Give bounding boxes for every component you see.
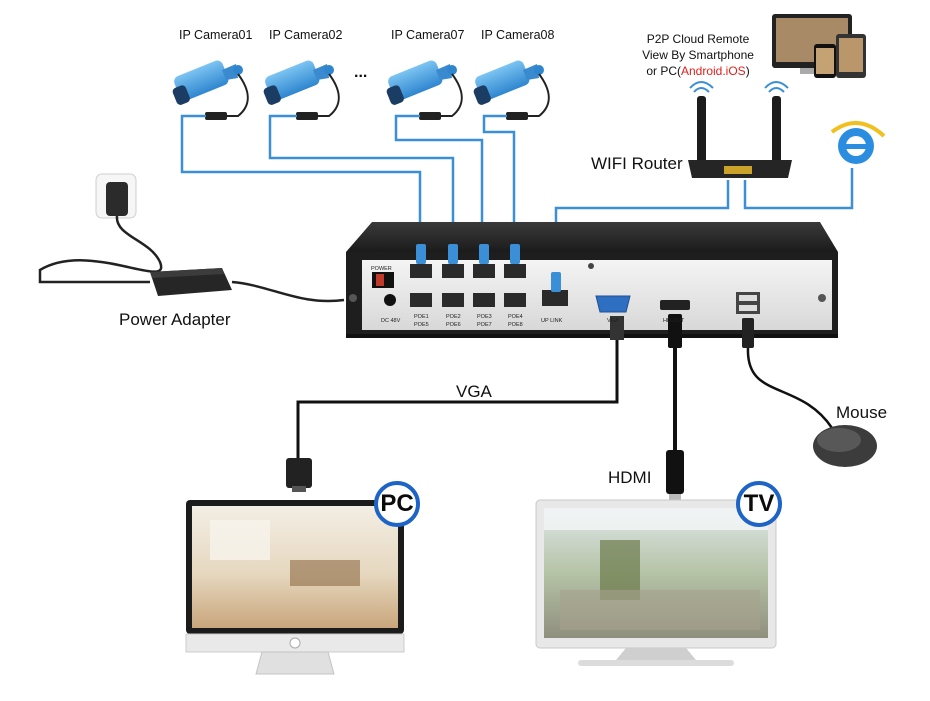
camera-pigtails (206, 73, 550, 117)
cloud-line-3-highlight: Android.iOS (680, 64, 746, 78)
tv-icon (535, 499, 777, 666)
pc-monitor-icon (185, 500, 405, 675)
power-adapter-label: Power Adapter (119, 310, 231, 329)
power-cables (38, 215, 345, 303)
remote-devices-icon (772, 14, 866, 78)
router-label: WIFI Router (591, 154, 683, 173)
wall-socket-icon (95, 173, 137, 219)
nvr-poe5-label: POE5 (414, 322, 429, 328)
nvr-usb-label: USB (742, 318, 754, 324)
power-adapter-icon (150, 268, 232, 296)
hdmi-label: HDMI (608, 468, 652, 487)
tv-badge: TV (736, 481, 782, 527)
nvr-power-label: POWER (371, 266, 392, 272)
nvr-poe2-label: POE2 (446, 314, 461, 320)
nvr-poe7-label: POE7 (477, 322, 492, 328)
nvr-recorder (346, 222, 838, 338)
camera-02-label: IP Camera02 (269, 28, 343, 42)
camera-08-label: IP Camera08 (481, 28, 555, 42)
vga-label: VGA (456, 382, 492, 401)
camera-02-icon (263, 60, 334, 105)
hdmi-cable (666, 314, 684, 500)
cloud-line-3-suffix: ) (745, 64, 750, 78)
nvr-poe4-label: POE4 (508, 314, 523, 320)
wifi-router-icon (688, 81, 792, 178)
nvr-poe3-label: POE3 (477, 314, 492, 320)
pc-badge: PC (374, 481, 420, 527)
nvr-poe1-label: POE1 (414, 314, 429, 320)
nvr-hdout-label: HD-OUT (663, 318, 685, 324)
camera-08-icon (473, 60, 544, 105)
camera-ellipsis: ... (354, 64, 368, 81)
vga-cable (286, 316, 624, 492)
cloud-line-1: P2P Cloud Remote (646, 32, 750, 46)
nvr-vga-label: VGA (607, 318, 619, 324)
camera-07-label: IP Camera07 (391, 28, 465, 42)
mouse-label: Mouse (836, 403, 888, 422)
nvr-uplink-label: UP LINK (541, 318, 563, 324)
camera-07-icon (386, 60, 457, 105)
internet-explorer-icon (830, 121, 886, 164)
cloud-line-3-prefix: or PC( (646, 64, 681, 78)
cloud-line-2: View By Smartphone (642, 48, 754, 62)
nvr-poe6-label: POE6 (446, 322, 461, 328)
cloud-remote-text: P2P Cloud Remote View By Smartphone or P… (628, 31, 768, 79)
nvr-dc-label: DC 48V (381, 318, 401, 324)
mouse-icon (742, 318, 877, 467)
camera-01-label: IP Camera01 (179, 28, 253, 42)
cloud-line-3: or PC(Android.iOS) (628, 63, 768, 79)
camera-01-icon (172, 60, 243, 105)
nvr-poe8-label: POE8 (508, 322, 523, 328)
